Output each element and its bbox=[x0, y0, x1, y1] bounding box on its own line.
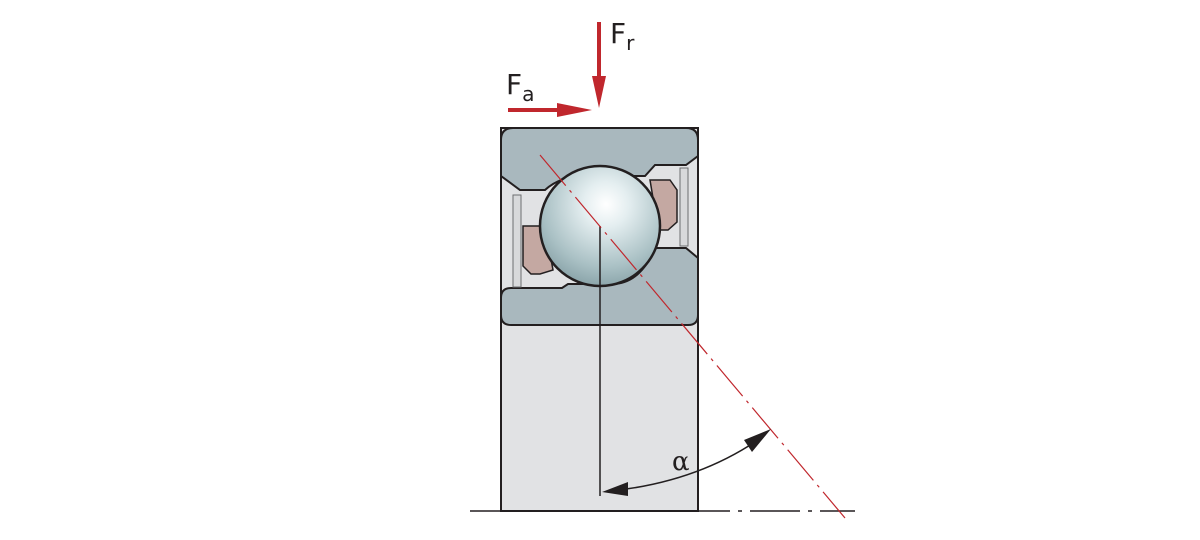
radial-force-arrowhead bbox=[592, 76, 606, 108]
axial-force-arrowhead bbox=[557, 103, 592, 117]
left-raceway-gap bbox=[512, 194, 522, 288]
outer-ring bbox=[500, 127, 699, 191]
radial-force-label: Fr bbox=[610, 17, 635, 56]
arc-arrowhead-left bbox=[602, 482, 628, 496]
contact-angle-label: α bbox=[672, 447, 690, 477]
right-raceway-gap bbox=[679, 167, 689, 247]
axial-force-label: Fa bbox=[506, 68, 535, 107]
contact-angle-line bbox=[539, 154, 846, 519]
arc-arrowhead-right bbox=[744, 429, 771, 452]
